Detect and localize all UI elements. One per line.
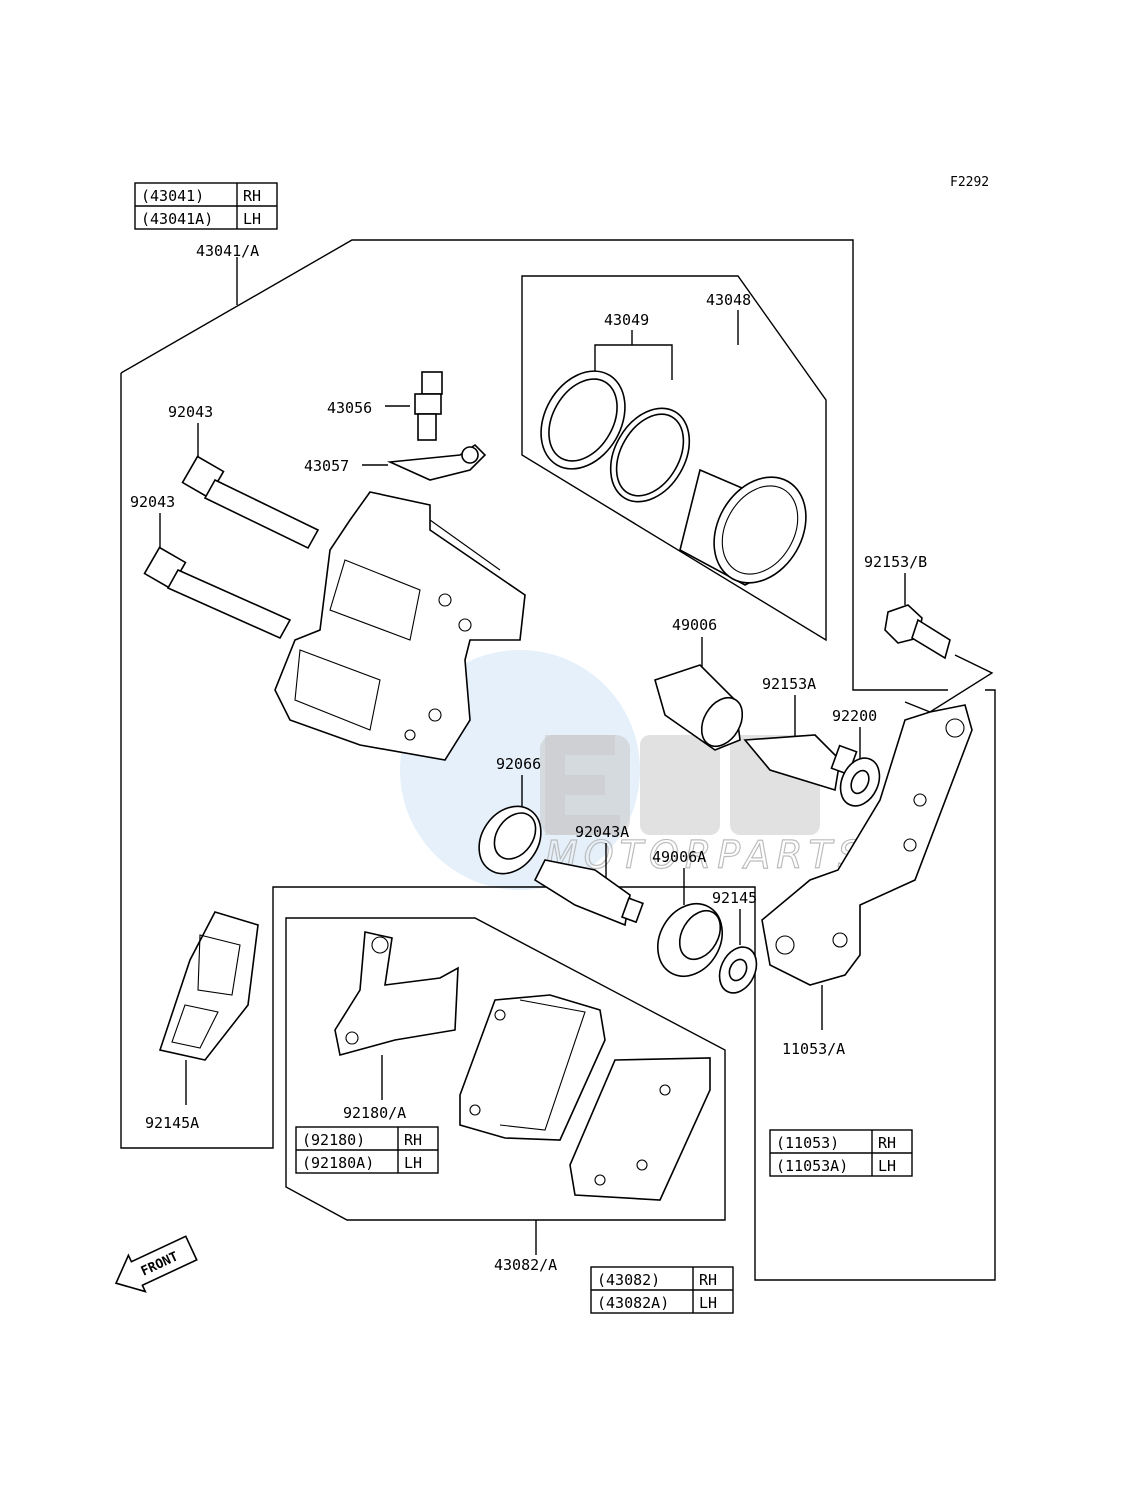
table-43041: (43041) RH (43041A) LH [134, 182, 278, 230]
brake-pad-outer [569, 1057, 711, 1201]
bracket-bolt [884, 604, 951, 660]
table-cell-side: RH [699, 1271, 717, 1289]
watermark-subtitle: MOTORPARTS [545, 833, 868, 877]
label-43048: 43048 [706, 291, 751, 309]
label-43082-a: 43082/A [494, 1256, 557, 1274]
caliper-body [274, 491, 526, 761]
table-cell-part: (11053A) [776, 1157, 848, 1175]
boot-92066 [478, 805, 542, 875]
piston-seal [540, 370, 626, 470]
table-cell-part: (43082) [597, 1271, 660, 1289]
pad-set-outline [285, 917, 726, 1221]
table-cell-side: RH [878, 1134, 896, 1152]
pad-shim-92180a [334, 931, 459, 1056]
table-92180: (92180) RH (92180A) LH [295, 1126, 439, 1174]
caliper-piston [679, 468, 807, 586]
table-cell-part: (11053) [776, 1134, 839, 1152]
label-92043-upper: 92043 [168, 403, 213, 421]
pin-boot-49006 [654, 664, 744, 751]
table-cell-part: (43041) [141, 187, 204, 205]
table-cell-part: (92180A) [302, 1154, 374, 1172]
label-92043a: 92043A [575, 823, 629, 841]
bleeder-cap [386, 443, 487, 481]
label-92153a: 92153A [762, 675, 816, 693]
table-cell-side: RH [404, 1131, 422, 1149]
label-92145a: 92145A [145, 1114, 199, 1132]
piston-kit-outline [521, 275, 827, 642]
label-92066: 92066 [496, 755, 541, 773]
bleeder-valve [414, 371, 443, 441]
label-92145: 92145 [712, 889, 757, 907]
front-arrow-icon: FRONT [114, 1235, 198, 1293]
slide-pin-92043a [533, 859, 644, 927]
label-43057: 43057 [304, 457, 349, 475]
table-cell-side: LH [878, 1157, 896, 1175]
watermark-letter-e [640, 735, 720, 835]
table-cell-side: LH [699, 1294, 717, 1312]
table-cell-side: LH [243, 210, 261, 228]
label-43049: 43049 [604, 311, 649, 329]
watermark-letter-block [540, 735, 630, 835]
brake-pad-inner [459, 994, 606, 1141]
label-92180-a: 92180/A [343, 1104, 406, 1122]
guide-pin-lower [143, 546, 292, 640]
washer-92200 [839, 757, 881, 807]
table-cell-part: (92180) [302, 1131, 365, 1149]
pad-spring-92145a [158, 911, 259, 1061]
guide-pin-upper [181, 455, 320, 550]
label-49006: 49006 [672, 616, 717, 634]
label-43041-a: 43041/A [196, 242, 259, 260]
washer-92145 [718, 946, 758, 994]
caliper-bracket [761, 704, 973, 986]
table-cell-side: LH [404, 1154, 422, 1172]
caliper-assembly-outline [120, 239, 996, 1281]
dust-seal [609, 407, 691, 503]
label-92043-lower: 92043 [130, 493, 175, 511]
label-11053-a: 11053/A [782, 1040, 845, 1058]
figure-code: F2292 [950, 175, 989, 190]
pin-boot-49006a [657, 903, 723, 977]
table-cell-part: (43082A) [597, 1294, 669, 1312]
table-cell-part: (43041A) [141, 210, 213, 228]
table-cell-side: RH [243, 187, 261, 205]
label-43056: 43056 [327, 399, 372, 417]
table-43082: (43082) RH (43082A) LH [590, 1266, 734, 1314]
label-49006a: 49006A [652, 848, 706, 866]
label-92200: 92200 [832, 707, 877, 725]
table-11053: (11053) RH (11053A) LH [769, 1129, 913, 1177]
label-92153-b: 92153/B [864, 553, 927, 571]
